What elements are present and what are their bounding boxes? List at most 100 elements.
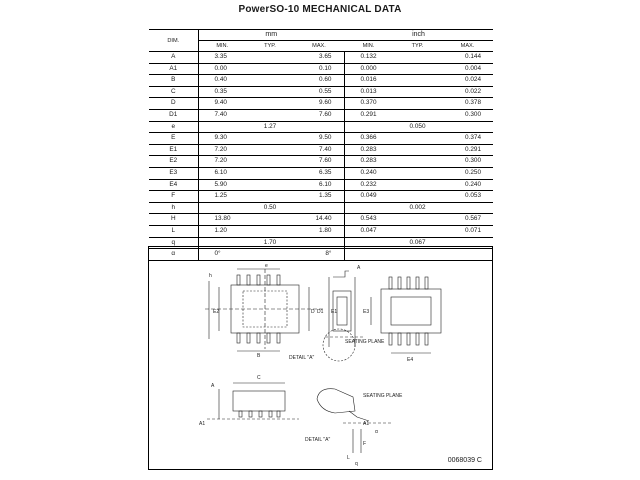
mm-typ-cell [246,224,294,238]
inch-min-cell: 0.366 [344,132,393,145]
side-view-body [332,290,352,332]
mm-typ-header: TYP. [246,40,294,52]
label-e4: E4 [407,357,413,363]
inch-typ-cell [393,155,442,168]
dim-cell: E3 [149,166,199,180]
label-alpha: α [375,429,378,435]
mm-min-cell: 13.80 [198,213,246,226]
detail-a-outline [316,388,356,414]
side-view-slug [336,296,348,326]
label-detail-a-2: DETAIL "A" [305,437,330,443]
mm-min-cell: 3.35 [198,51,246,64]
dim-cell: F [149,190,199,203]
mm-min-cell [198,120,246,134]
dim-cell: α [149,248,199,261]
label-c: C [257,375,261,381]
inch-min-cell: 0.291 [344,108,393,122]
inch-max-cell: 0.004 [442,62,494,76]
label-seating-plane: SEATING PLANE [345,339,385,345]
mm-max-cell: 1.80 [294,224,345,238]
inch-min-cell: 0.240 [344,166,393,180]
mm-max-cell: 0.10 [294,62,345,76]
bottom-view-leads-bottom [388,332,429,346]
inch-max-cell [442,236,494,250]
mm-typ-cell [246,166,294,180]
inch-min-cell: 0.049 [344,190,393,203]
inch-max-cell: 0.071 [442,224,494,238]
label-seating-plane-2: SEATING PLANE [363,393,403,399]
mm-max-cell: 0.60 [294,74,345,87]
label-a-front: A [211,383,215,389]
bottom-view-pad [390,296,432,326]
label-e1: E1 [331,309,337,315]
inch-header: inch [344,29,494,41]
inch-min-header: MIN. [344,40,393,52]
inch-max-cell [442,201,494,215]
mm-min-cell [198,236,246,250]
label-l: L [347,455,350,461]
inch-typ-cell [393,97,442,110]
mm-min-cell: 9.40 [198,97,246,110]
mm-min-cell: 7.20 [198,143,246,157]
inch-typ-cell: 0.050 [393,120,442,134]
mm-typ-cell: 0.50 [246,201,294,215]
inch-min-cell: 0.132 [344,51,393,64]
mechanical-data-table: DIM. mm inch MIN. TYP. MAX. MIN. TYP. MA… [149,29,494,261]
detail-a-circle [322,328,356,362]
bottom-view-body [380,288,442,334]
mm-typ-cell [246,97,294,110]
mm-typ-cell [246,85,294,99]
mm-min-cell: 7.40 [198,108,246,122]
inch-typ-cell [393,166,442,180]
detail-a-lead [348,410,370,422]
dim-cell: D [149,97,199,110]
inch-max-cell: 0.374 [442,132,494,145]
label-b: B [257,353,261,359]
dim-cell: H [149,213,199,226]
package-drawing: h e B D D1 E2 E1 A E3 E4 DETAIL "A" SEAT… [148,246,493,470]
table-header-row: DIM. mm inch [149,29,494,52]
inch-max-cell: 0.240 [442,178,494,192]
inch-max-cell: 0.144 [442,51,494,64]
inch-max-cell: 0.300 [442,108,494,122]
dim-cell: q [149,236,199,250]
inch-typ-cell: 0.067 [393,236,442,250]
inch-min-cell: 0.013 [344,85,393,99]
inch-min-cell: 0.232 [344,178,393,192]
mm-min-cell: 6.10 [198,166,246,180]
label-e3: E3 [363,309,369,315]
inch-min-cell: 0.047 [344,224,393,238]
mm-max-cell: 14.40 [294,213,345,226]
mm-max-cell: 7.60 [294,108,345,122]
label-e: e [265,263,268,269]
mm-max-cell: 6.10 [294,178,345,192]
inch-min-cell: 0.283 [344,155,393,168]
package-outline-drawing: h e B D D1 E2 E1 A E3 E4 DETAIL "A" SEAT… [199,263,442,467]
mm-typ-cell [246,108,294,122]
label-a1-detail: A1 [363,421,369,427]
mm-typ-cell [246,143,294,157]
page-title: PowerSO-10 MECHANICAL DATA [238,4,402,15]
inch-typ-cell [393,132,442,145]
label-d1: D1 [317,309,324,315]
label-f: F [363,441,366,447]
inch-min-cell [344,201,393,215]
label-d: D [311,309,315,315]
inch-min-cell: 0.543 [344,213,393,226]
dim-cell: A [149,51,199,64]
inch-max-cell: 0.300 [442,155,494,168]
mm-min-cell: 0° [198,248,246,261]
mm-min-cell: 9.30 [198,132,246,145]
side-view-top-lead [333,270,349,278]
inch-max-cell [442,248,494,261]
mm-min-cell: 1.25 [198,190,246,203]
drawing-code: 0068039 C [447,457,482,464]
